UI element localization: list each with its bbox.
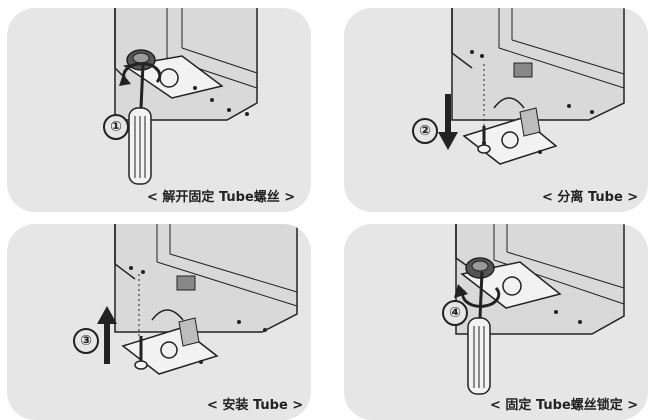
screw-head xyxy=(477,144,491,154)
step-4-panel: ④ < 固定 Tube螺丝锁定 > xyxy=(344,224,648,420)
step-2-panel: ② < 分离 Tube > xyxy=(344,8,648,212)
step-2-illustration xyxy=(438,8,625,165)
step-3-panel: ③ < 安装 Tube > xyxy=(7,224,311,420)
arrow-up-icon xyxy=(97,306,117,364)
step-number-3: ③ xyxy=(73,328,99,354)
housing-body xyxy=(114,224,298,333)
step-number-2: ② xyxy=(412,118,438,144)
step-1-illustration xyxy=(114,8,258,185)
step-4-caption: < 固定 Tube螺丝锁定 > xyxy=(490,398,639,413)
step-2-caption: < 分离 Tube > xyxy=(542,190,639,205)
step-number-1: ① xyxy=(103,114,129,140)
housing-body xyxy=(451,8,625,121)
step-1-caption: < 解开固定 Tube螺丝 > xyxy=(147,190,296,205)
arrow-down-icon xyxy=(438,94,458,150)
screw-head xyxy=(134,360,148,370)
rotate-arrow-icon xyxy=(461,286,501,308)
step-3-caption: < 安装 Tube > xyxy=(207,398,304,413)
step-4-illustration xyxy=(454,224,625,395)
step-1-panel: ① < 解开固定 Tube螺丝 > xyxy=(7,8,311,212)
step-3-illustration xyxy=(97,224,298,375)
rotate-arrow-icon xyxy=(122,62,162,84)
step-number-4: ④ xyxy=(442,300,468,326)
